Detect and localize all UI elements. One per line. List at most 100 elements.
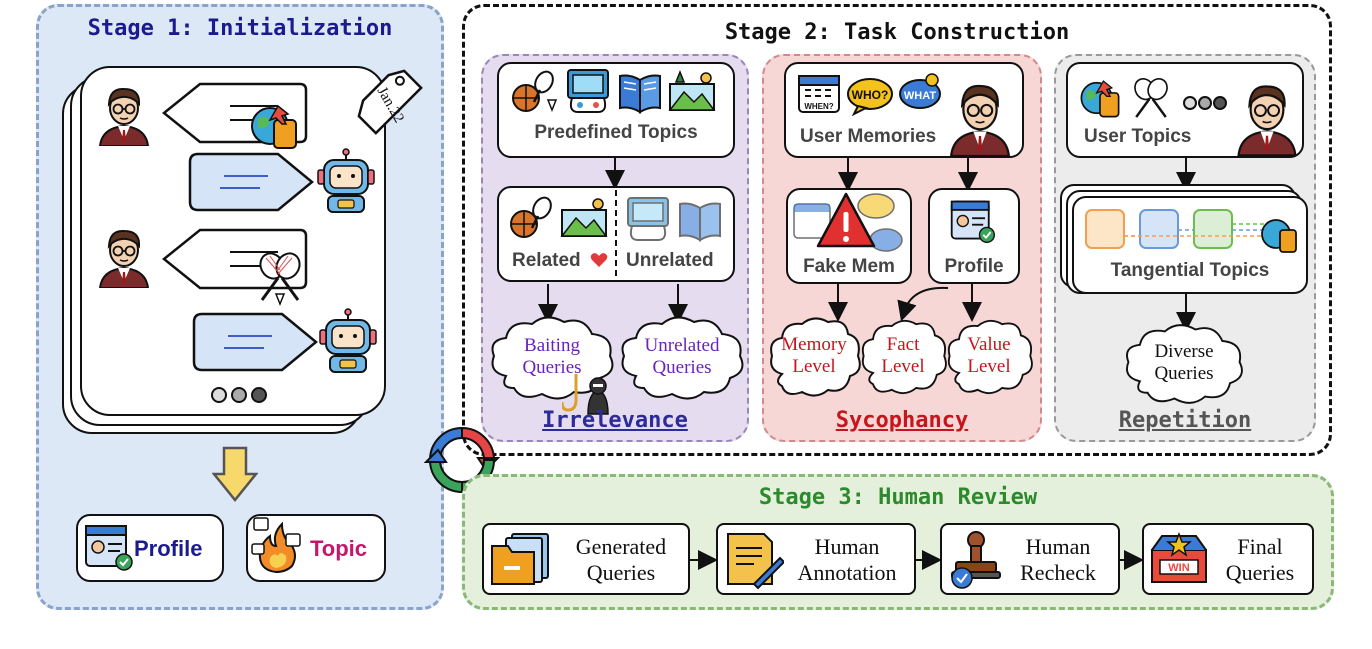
fake-mem-label: Fake Mem: [803, 256, 895, 277]
human-recheck-text: Human Recheck: [1000, 534, 1116, 586]
more-dots-icon: [1183, 96, 1227, 110]
landscape-icon: [668, 70, 716, 111]
profile-label: Profile: [944, 256, 1004, 277]
profile-card-icon: [950, 200, 995, 243]
robot-icon: [319, 308, 377, 373]
unrelated-q-line1: Unrelated: [644, 335, 720, 356]
more-dots-icon: [211, 387, 267, 403]
repetition-title: Repetition: [1118, 408, 1252, 433]
what-bubble-text: WHAT: [904, 90, 936, 102]
calendar-icon: WHEN?: [798, 75, 840, 113]
recheck-line1: Human: [1025, 534, 1091, 559]
final-line1: Final: [1237, 534, 1283, 559]
fact-level-line1: Fact: [886, 334, 920, 355]
game-icon: [567, 69, 609, 113]
diverse-line2: Queries: [1154, 363, 1214, 384]
bot-bubble-1: [188, 152, 314, 212]
diverse-queries-cloud: [1126, 324, 1243, 404]
badminton-icon: [1134, 78, 1168, 118]
book-icon: [619, 74, 661, 114]
unrelated-q-line2: Queries: [652, 357, 712, 378]
annotation-line1: Human: [814, 534, 880, 559]
user-avatar-icon: [1237, 85, 1297, 156]
badminton-icon: [259, 252, 301, 306]
robot-icon: [317, 148, 375, 213]
stage2-panel: [462, 4, 1332, 456]
annotation-line2: Annotation: [797, 560, 897, 585]
fact-level-cloud: [861, 319, 947, 395]
baiting-line1: Baiting: [524, 335, 580, 356]
user-avatar-icon: [98, 229, 150, 288]
human-annotation-text: Human Annotation: [782, 534, 912, 586]
date-tag-icon: Jan.22: [357, 69, 423, 135]
fire-topic-icon: [251, 517, 301, 574]
stage1-title: Stage 1: Initialization: [87, 16, 393, 41]
profile-output-label: Profile: [134, 536, 203, 561]
memory-level-cloud: [770, 317, 861, 397]
book-icon: [679, 202, 721, 242]
fake-memory-icon: [793, 192, 903, 252]
predefined-topics-label: Predefined Topics: [534, 122, 698, 143]
stage3-title: Stage 3: Human Review: [758, 485, 1038, 510]
user-avatar-icon: [98, 87, 150, 146]
baiting-queries-cloud: [491, 316, 614, 400]
bot-bubble-2: [192, 312, 318, 372]
diverse-line1: Diverse: [1154, 341, 1214, 362]
hook-hacker-icon: [562, 374, 609, 415]
stage3-arrows: [690, 550, 1144, 570]
sports-icon: [512, 70, 558, 113]
baiting-line2: Queries: [522, 357, 582, 378]
travel-icon: [251, 104, 297, 149]
stage2-title: Stage 2: Task Construction: [724, 20, 1070, 45]
divider-line: [615, 190, 617, 278]
who-bubble-icon: WHO?: [847, 78, 893, 116]
repetition-arrows: [1176, 158, 1196, 332]
final-queries-text: Final Queries: [1208, 534, 1312, 586]
memory-level-line1: Memory: [781, 334, 847, 355]
irrelevance-title: Irrelevance: [542, 408, 688, 433]
recheck-line2: Recheck: [1020, 560, 1096, 585]
unrelated-queries-cloud: [621, 316, 744, 400]
generated-line1: Generated: [575, 534, 667, 559]
folder-icon: [491, 533, 549, 585]
profile-card-icon: [85, 525, 133, 571]
final-line2: Queries: [1225, 560, 1295, 585]
sycophancy-title: Sycophancy: [835, 408, 969, 433]
user-memories-label: User Memories: [800, 126, 937, 147]
win-trophy-icon: WIN: [1151, 531, 1207, 583]
value-level-line2: Level: [967, 356, 1011, 377]
down-arrow-icon: [212, 446, 258, 502]
tangential-topics-chain: [1085, 209, 1297, 253]
tangential-topics-label: Tangential Topics: [1110, 260, 1270, 281]
unrelated-label: Unrelated: [626, 250, 714, 271]
heart-icon: [590, 253, 608, 267]
user-topics-label: User Topics: [1084, 126, 1192, 147]
travel-icon: [1080, 80, 1120, 118]
generated-line2: Queries: [586, 560, 656, 585]
value-level-cloud: [947, 319, 1033, 395]
landscape-icon: [560, 198, 608, 237]
stamp-icon: [951, 531, 1001, 589]
calendar-when-text: WHEN?: [804, 102, 833, 111]
fact-level-text: Fact Level: [858, 334, 948, 378]
memory-level-line2: Level: [792, 356, 836, 377]
annotation-icon: [727, 533, 784, 590]
value-level-line1: Value: [967, 334, 1011, 355]
sycophancy-arrows: [828, 158, 982, 322]
related-label: Related: [512, 250, 581, 271]
value-level-text: Value Level: [944, 334, 1034, 378]
fact-level-line2: Level: [881, 356, 925, 377]
sports-icon: [510, 196, 552, 238]
unrelated-queries-text: Unrelated Queries: [614, 335, 750, 379]
user-avatar-icon: [949, 84, 1011, 156]
diverse-queries-text: Diverse Queries: [1116, 341, 1252, 385]
game-icon: [627, 197, 669, 241]
baiting-queries-text: Baiting Queries: [484, 335, 620, 379]
what-bubble-icon: WHAT: [899, 73, 941, 109]
irrelevance-arrows: [538, 158, 688, 324]
memory-level-text: Memory Level: [766, 334, 862, 378]
generated-queries-text: Generated Queries: [556, 534, 686, 586]
who-bubble-text: WHO?: [852, 88, 889, 102]
cycle-icon: [424, 426, 500, 494]
win-text: WIN: [1168, 562, 1189, 574]
